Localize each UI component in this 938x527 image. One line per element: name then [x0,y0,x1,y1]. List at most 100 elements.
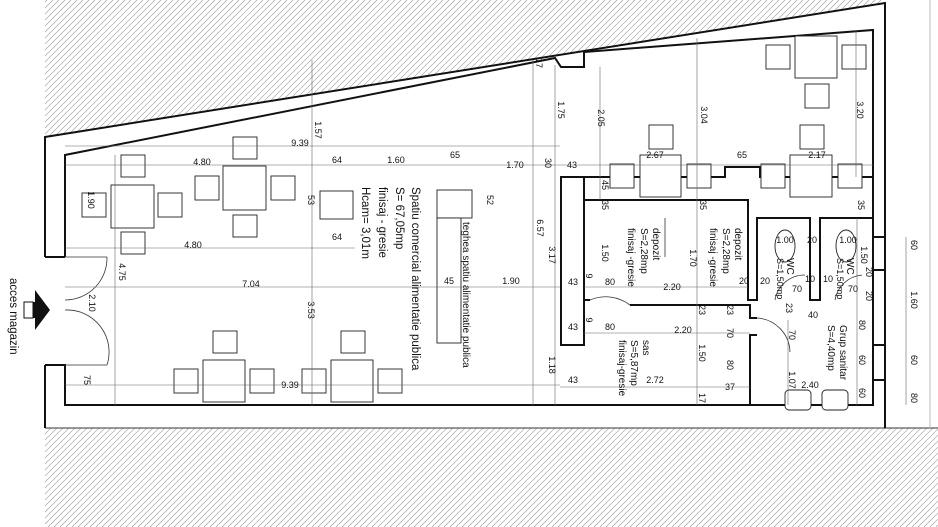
table [794,35,838,79]
dimension-label: 1.50 [600,244,610,262]
dimension-label: 1.90 [502,276,520,286]
dimension-label: 65 [450,150,460,160]
toilet-icon [774,229,796,263]
toilet-icon [835,229,857,263]
hatch-line [0,0,234,234]
sanitary-name: Grup sanitar [837,325,848,381]
hatch-line [845,434,938,527]
dimension-label: 10 [805,274,815,284]
main-room-finish: finisaj - gresie [376,187,388,258]
chair [249,368,275,394]
table [110,184,155,229]
dimension-label: 60 [857,388,867,398]
dimension-label: 37 [725,382,735,392]
dimension-label: 80 [857,320,867,330]
dimension-label: 43 [568,277,578,287]
dimension-label: 1.90 [86,191,96,209]
hatch-line [0,0,264,264]
dimension-label: 43 [568,375,578,385]
dimension-label: 17 [697,393,707,403]
hatch-line [731,320,938,527]
storage-1-finish: finisaj -gresie [625,228,636,287]
hatch-line [779,368,938,527]
dimension-label: 20 [807,235,817,245]
storage-2-name: depozit [732,228,743,260]
hatch-line [0,0,144,144]
dimension-label: 2.40 [801,380,819,390]
table [222,165,267,211]
storage-1-area: S=2,28mp [638,228,649,274]
dimension-label: 80 [605,277,615,287]
counter-label: teghea spatiu alimentatie publica [460,222,471,368]
wc-2-name: WC [844,258,855,275]
airlock-finish: finisaj-gresie [616,340,627,397]
dimension-label: 60 [909,240,919,250]
hatch-line [767,356,938,527]
dimension-label: 23 [784,303,794,313]
counter-top [436,189,473,219]
dimension-label: 6.57 [535,219,545,237]
room-labels: acces magazin Spatiu comercial alimentat… [7,187,855,397]
dimension-label: 1.70 [688,249,698,267]
chair [301,368,327,394]
hatch-line [0,0,192,192]
hatch-line [0,0,246,246]
hatch-line [749,338,938,527]
dimension-label: 1.50 [859,246,869,264]
hatch-line [719,308,938,527]
chair [686,163,712,189]
hatch-line [0,0,198,198]
hatch-line [695,284,938,527]
dimension-label: 64 [332,155,342,165]
dimension-label: 9.39 [281,380,299,390]
dimension-label: 23 [725,305,735,315]
dimension-label: 1.60 [387,155,405,165]
dimension-label: 35 [600,200,610,210]
chair [799,124,825,150]
hatch-line [0,0,222,222]
wc-2-area: S=1,50mp [835,258,845,299]
hatch-line [737,326,938,527]
hatch-line [0,0,174,174]
dimension-label: 75 [82,375,92,385]
chair [377,368,403,394]
chair [270,175,296,201]
dimension-label: 9.39 [291,138,309,148]
dimension-lines [65,30,907,405]
hatch-line [785,374,938,527]
table [330,359,374,403]
dimension-label: 3.04 [699,106,709,124]
dimension-label: 2.10 [87,294,97,312]
dimension-label: 2.67 [646,150,664,160]
storage-1-name: depozit [650,228,661,260]
dimension-label: 70 [848,284,858,294]
hatch-line [677,266,938,527]
chair [837,163,863,189]
dimension-label: 60 [909,355,919,365]
hatch-line [833,422,938,527]
counter [436,217,462,344]
hatch-line [797,386,938,527]
dimension-label: 53 [306,195,316,205]
hatch-line [761,350,938,527]
storage-2-area: S=2,28mp [720,228,731,274]
dimension-label: 45 [444,276,454,286]
airlock-area: S=5,87mp [628,340,639,386]
chair [173,368,199,394]
storage-2-finish: finisaj -gresie [707,228,718,287]
hatch-line [0,0,156,156]
hatch-line [0,0,216,216]
dimension-label: 20 [739,276,749,286]
main-room-name: Spatiu comercial alimentatie publica [409,187,421,371]
hatch-line [803,392,938,527]
hatch-line [701,290,938,527]
hatch-line [0,0,162,162]
dimension-label: 1.57 [313,121,323,139]
hatch-line [0,0,168,168]
walls [44,1,886,428]
dimension-label: 4.80 [193,157,211,167]
dimension-label: 35 [698,200,708,210]
dimension-label: 43 [568,322,578,332]
